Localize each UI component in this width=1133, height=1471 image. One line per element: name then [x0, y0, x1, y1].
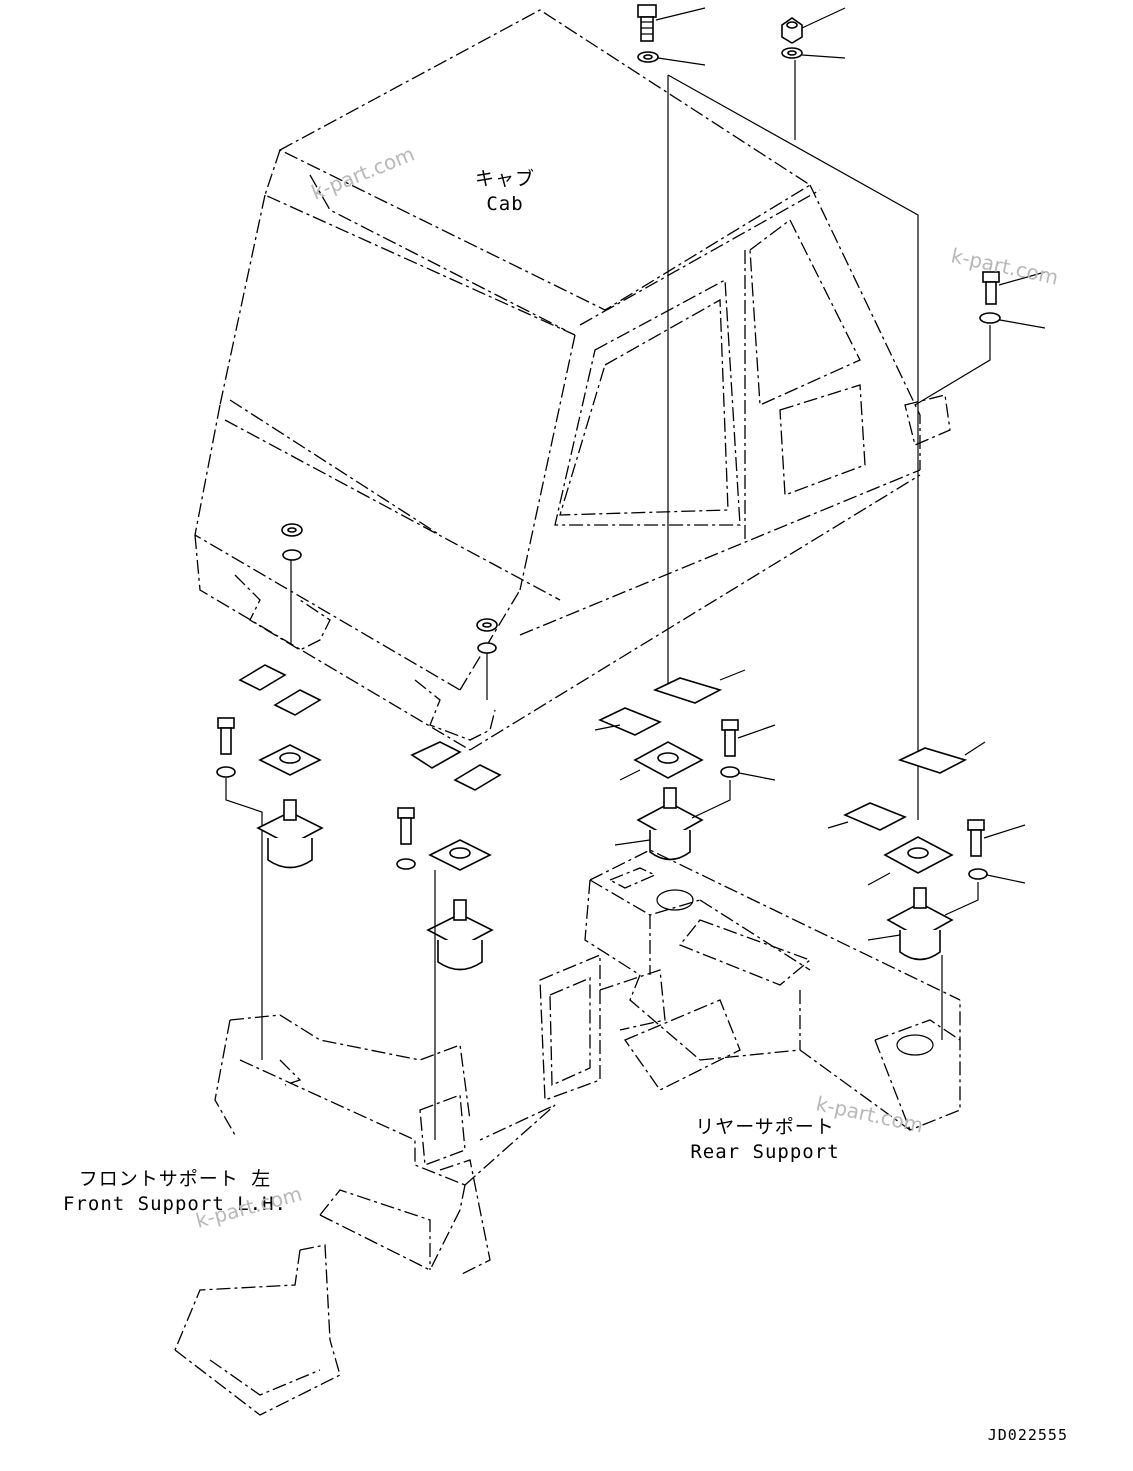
nut-icon: [281, 523, 303, 537]
rear-support-label-jp: リヤーサポート: [695, 1116, 835, 1138]
front-support-label-en: Front Support L.H.: [63, 1193, 287, 1215]
bracket-icon: [428, 839, 492, 871]
rear-support-label-en: Rear Support: [690, 1141, 839, 1163]
cab-label-en: Cab: [486, 193, 523, 215]
washer-icon: [282, 549, 302, 561]
cab-mount-icon: [886, 887, 954, 961]
bracket-icon: [598, 677, 723, 736]
washer-icon: [720, 766, 740, 778]
bracket-icon: [410, 741, 502, 791]
cab-mount-icon: [636, 787, 704, 861]
cab-outline: [194, 9, 951, 751]
watermark: k-part.com: [949, 243, 1061, 289]
cab-label-jp: キャブ: [475, 167, 535, 190]
drawing-code: JD022555: [988, 1426, 1068, 1444]
washer-icon: [477, 642, 497, 654]
bracket-icon: [238, 664, 322, 716]
bolt-icon: [217, 717, 235, 755]
nut-icon: [476, 618, 498, 632]
cab-mount-icon: [256, 799, 324, 869]
bracket-icon: [258, 744, 322, 776]
nut-icon: [781, 17, 803, 44]
bolt-icon: [967, 819, 985, 857]
bracket-icon: [883, 836, 954, 874]
washer-icon: [637, 51, 659, 63]
bracket-icon: [633, 741, 704, 779]
bracket-icon: [843, 747, 968, 831]
washer-icon: [968, 868, 988, 880]
washer-icon: [979, 312, 1001, 324]
front-support-frame: [174, 1014, 556, 1416]
rear-support-frame: [539, 849, 961, 1131]
washer-icon: [781, 47, 803, 59]
bolt-icon: [637, 4, 657, 42]
washer-icon: [216, 766, 236, 778]
washer-icon: [396, 858, 416, 870]
bolt-icon: [397, 807, 415, 845]
watermark: k-part.com: [308, 142, 418, 205]
front-support-label-jp: フロントサポート 左: [79, 1168, 271, 1190]
bolt-icon: [982, 271, 1000, 305]
bolt-icon: [721, 719, 739, 757]
cab-mount-icon: [426, 899, 494, 971]
